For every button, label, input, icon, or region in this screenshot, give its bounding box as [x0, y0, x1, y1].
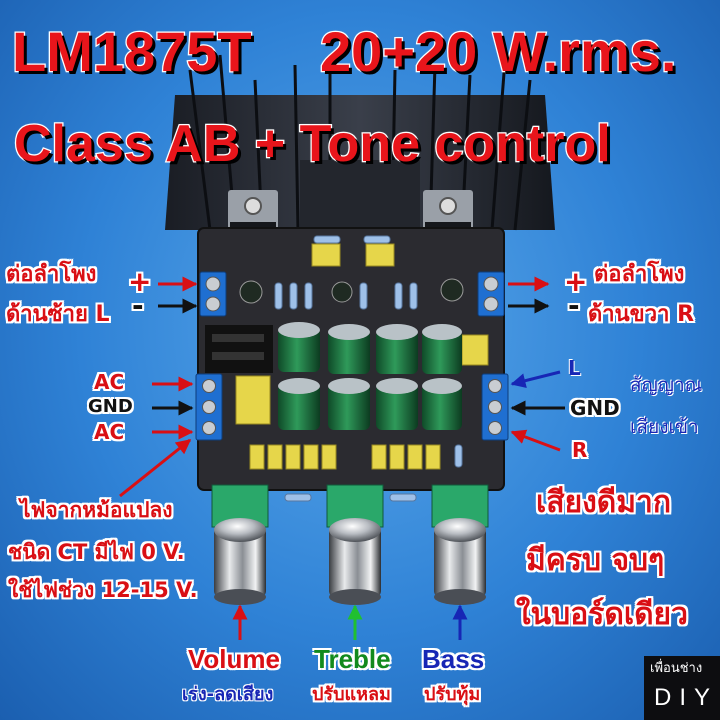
- power-desc-1: ไฟจากหม้อแปลง: [20, 498, 173, 522]
- speaker-right-minus: -: [568, 289, 580, 322]
- power-desc-3: ใช้ไฟช่วง 12-15 V.: [8, 578, 198, 602]
- brand-line-1: เพื่อนช่าง: [650, 661, 703, 676]
- heatsink: [165, 54, 555, 262]
- signal-pin-gnd: GND: [570, 396, 620, 420]
- volume-knob: [211, 484, 269, 605]
- speaker-left-minus: -: [132, 289, 144, 322]
- power-pin-ac-2: AC: [94, 420, 125, 444]
- title-class-tone: Class AB + Tone control: [13, 115, 612, 173]
- filter-capacitors: [278, 322, 462, 430]
- terminal-speaker-right: [477, 271, 505, 317]
- power-pin-gnd: GND: [88, 396, 133, 417]
- knob-desc-bass: ปรับทุ้ม: [424, 684, 481, 705]
- brand-logo: เพื่อนช่าง DIY: [644, 656, 720, 720]
- knob-label-volume: Volume: [188, 644, 280, 674]
- brand-line-2: DIY: [654, 684, 719, 711]
- arrow-signal-r: [510, 429, 561, 452]
- signal-desc-2: เสียงเข้า: [630, 416, 699, 438]
- title-power: 20+20 W.rms.: [319, 20, 678, 83]
- knob-label-bass: Bass: [422, 644, 485, 674]
- knob-desc-volume: เร่ง-ลดเสียง: [182, 684, 274, 705]
- bass-knob: [431, 484, 489, 605]
- signal-pin-l: L: [568, 356, 581, 380]
- power-pin-ac-1: AC: [94, 370, 125, 394]
- feature-line-3: ในบอร์ดเดียว: [516, 597, 688, 632]
- speaker-left-plus: +: [128, 265, 152, 298]
- speaker-right-label-2: ด้านขวา R: [588, 302, 695, 327]
- signal-pin-r: R: [572, 438, 588, 462]
- title-model: LM1875T: [11, 20, 253, 83]
- terminal-signal-input: [481, 373, 509, 441]
- knob-desc-treble: ปรับแหลม: [312, 684, 391, 705]
- terminal-power-input: [195, 373, 223, 441]
- speaker-right-label-1: ต่อลำโพง: [594, 262, 685, 287]
- speaker-left-label-2: ด้านซ้าย L: [6, 302, 110, 327]
- power-desc-2: ชนิด CT มีไฟ 0 V.: [8, 540, 185, 564]
- signal-desc-1: สัญญาณ: [630, 374, 703, 396]
- feature-line-2: มีครบ จบๆ: [526, 543, 665, 578]
- knob-label-treble: Treble: [314, 644, 391, 674]
- speaker-right-plus: +: [564, 265, 588, 298]
- speaker-left-label-1: ต่อลำโพง: [6, 262, 97, 287]
- arrow-signal-l: [510, 370, 561, 389]
- feature-line-1: เสียงดีมาก: [536, 485, 672, 520]
- arrow-power-desc: [119, 438, 192, 498]
- terminal-speaker-left: [199, 271, 227, 317]
- treble-knob: [326, 484, 384, 605]
